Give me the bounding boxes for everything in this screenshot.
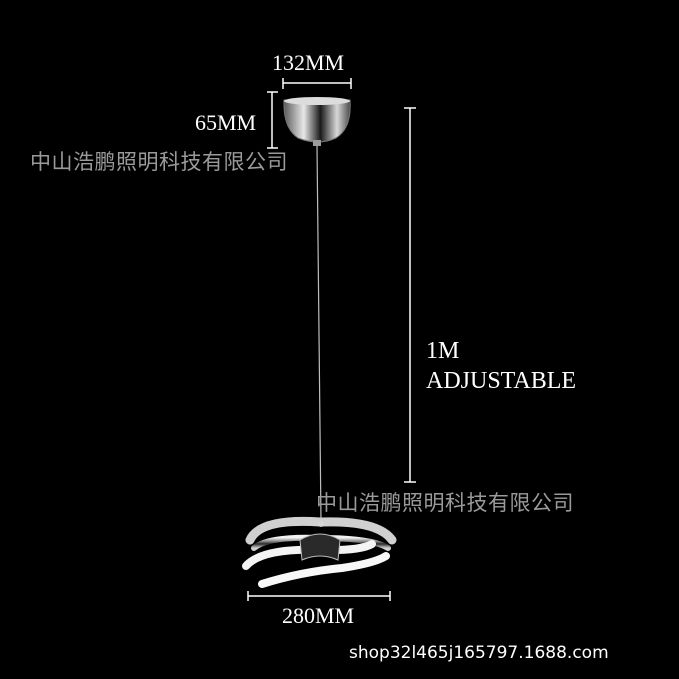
suspension-cable — [316, 145, 322, 523]
cable-length-value: 1M — [426, 338, 460, 364]
ring-diameter-label: 280MM — [282, 603, 355, 628]
dimension-lines — [247, 78, 416, 601]
company-watermark-top: 中山浩鹏照明科技有限公司 — [30, 150, 288, 174]
shop-url: shop32l465j165797.1688.com — [349, 643, 609, 663]
company-watermark-bottom: 中山浩鹏照明科技有限公司 — [316, 491, 574, 515]
canopy-width-label: 132MM — [272, 50, 345, 75]
ceiling-canopy — [283, 97, 351, 146]
cable-length-label: 1M ADJUSTABLE — [426, 336, 576, 396]
cable-adjustable-text: ADJUSTABLE — [426, 368, 577, 394]
ring-fixture — [242, 516, 397, 588]
canopy-height-label: 65MM — [195, 110, 257, 135]
